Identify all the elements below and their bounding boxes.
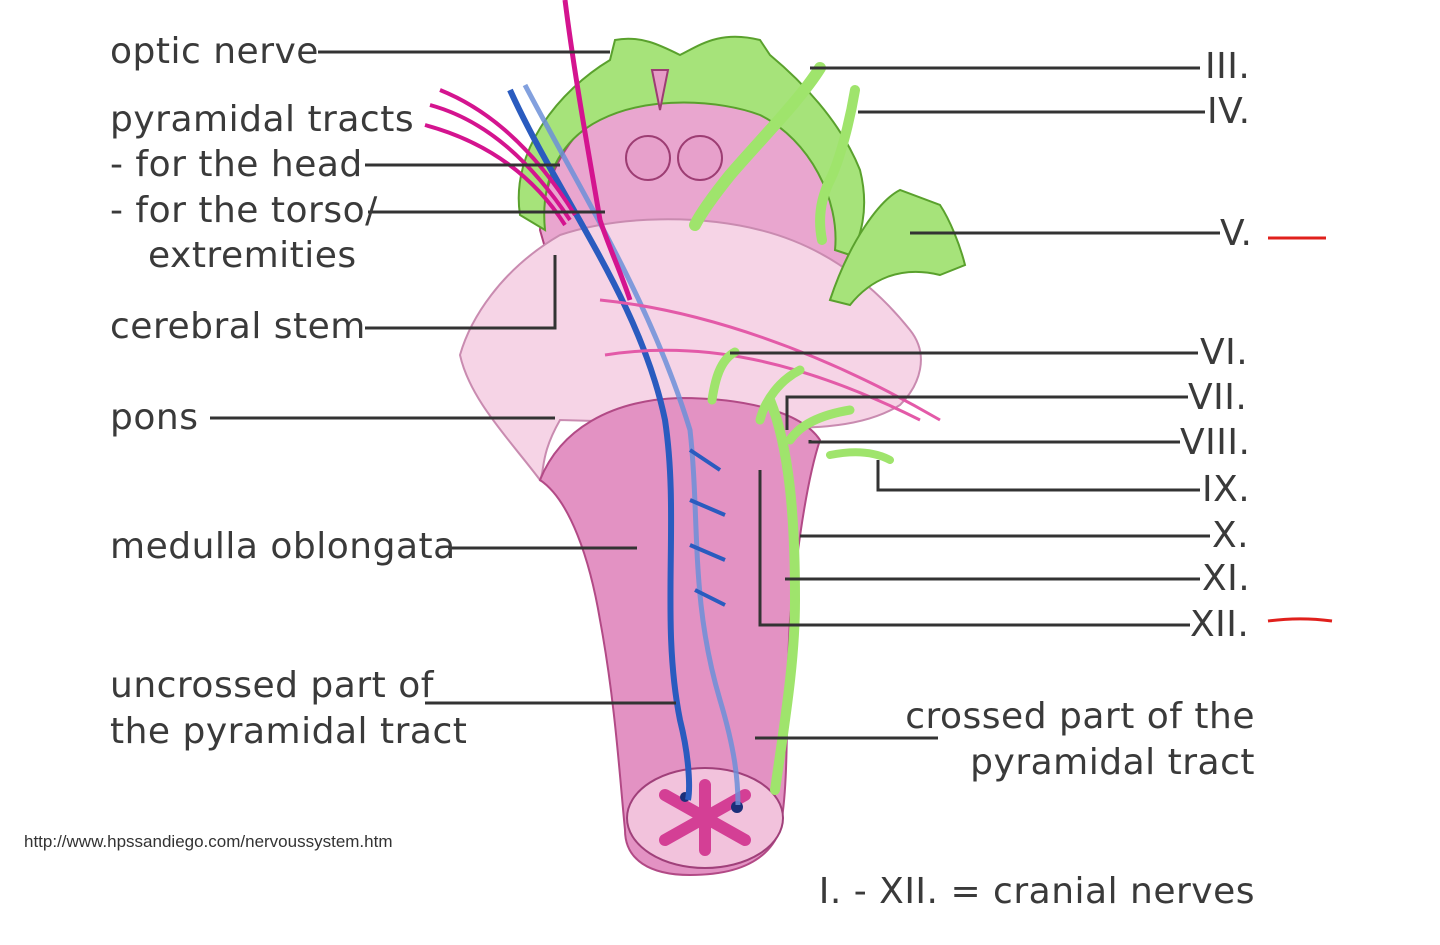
legend-cranial-nerves: I. - XII. = cranial nerves [818, 871, 1255, 912]
medulla-shape [538, 396, 822, 877]
label-nerve-VII: VII. [1188, 377, 1248, 418]
nerve-VII-VIII-shape [755, 365, 855, 445]
pineal-shape [650, 69, 670, 111]
label-crossed-line2: pyramidal tract [970, 742, 1255, 783]
label-medulla-oblongata: medulla oblongata [110, 526, 456, 567]
label-crossed-line1: crossed part of the [905, 696, 1255, 737]
label-cerebral-stem: cerebral stem [110, 306, 366, 347]
optic-tract-upper [562, 0, 633, 301]
label-optic-nerve: optic nerve [110, 31, 319, 72]
colliculus-right [677, 135, 723, 181]
nerve-IX-shape [826, 448, 894, 464]
right-leader-lines [730, 66, 1220, 627]
label-nerve-X: X. [1212, 515, 1250, 556]
label-pyramidal-tracts: pyramidal tracts [110, 99, 415, 140]
pyramidal-tract-torso [522, 83, 741, 806]
gray-matter-x [659, 779, 751, 856]
nerve-IX-XII-column [765, 395, 801, 795]
label-nerve-XI: XI. [1202, 558, 1251, 599]
label-nerve-III: III. [1205, 46, 1251, 87]
nerve-IV-shape [815, 85, 860, 245]
label-for-the-torso: - for the torso/ [110, 190, 378, 231]
colliculus-left [625, 135, 671, 181]
optic-tract-fan [424, 88, 577, 227]
label-for-the-head: - for the head [110, 144, 363, 185]
source-url: http://www.hpssandiego.com/nervoussystem… [24, 832, 393, 851]
label-nerve-VI: VI. [1200, 332, 1249, 373]
label-uncrossed-line1: uncrossed part of [110, 665, 434, 706]
left-leader-lines [210, 50, 938, 740]
label-nerve-IX: IX. [1202, 469, 1251, 510]
label-nerve-V: V. [1220, 213, 1253, 254]
label-nerve-VIII: VIII. [1180, 422, 1251, 463]
pyramidal-tract-head [507, 88, 693, 801]
label-uncrossed-line2: the pyramidal tract [110, 711, 468, 752]
red-mark-XII [1267, 617, 1333, 623]
nerve-III-shape [689, 62, 826, 231]
label-nerve-IV: IV. [1207, 91, 1251, 132]
label-extremities: extremities [148, 235, 357, 276]
label-nerve-XII: XII. [1190, 604, 1250, 645]
optic-chiasm-shape [517, 35, 866, 257]
pyramidal-tract-branches [688, 448, 726, 607]
label-pons: pons [110, 397, 199, 438]
